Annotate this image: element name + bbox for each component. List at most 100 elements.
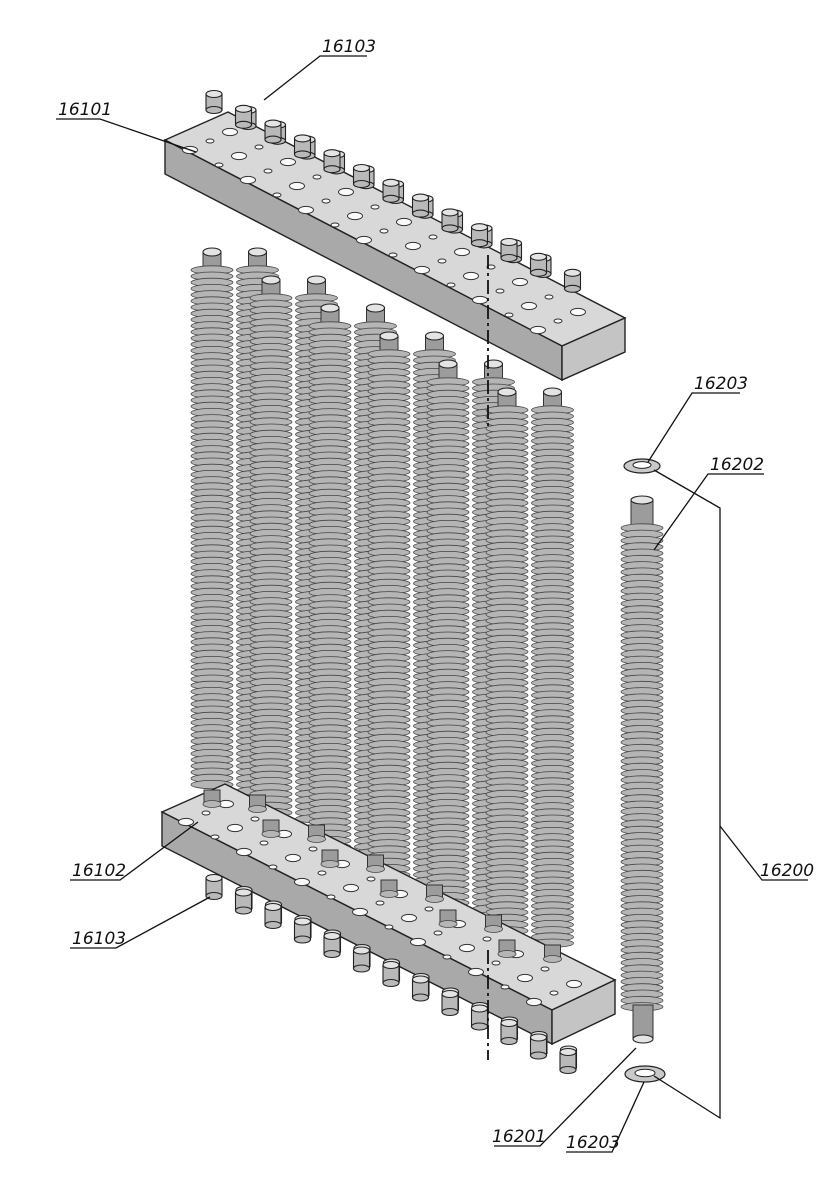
- plate-hole: [540, 966, 550, 972]
- pin-bottom: [500, 253, 518, 263]
- plate-hole: [379, 228, 389, 234]
- exploded-fin-tube: [620, 495, 664, 1044]
- leader-assembly-bracket: [653, 469, 721, 1120]
- leader-lines: [56, 55, 808, 1153]
- pin-bottom: [411, 993, 430, 1002]
- leader-lower-plate: [70, 821, 199, 881]
- pin-top: [411, 975, 430, 984]
- loose-pin: [529, 1033, 548, 1060]
- finned-tube: [367, 331, 411, 880]
- plate-hole: [343, 883, 359, 893]
- plate-hole: [437, 258, 447, 264]
- pin: [470, 223, 489, 248]
- plate-hole: [463, 271, 479, 281]
- tube-stub: [320, 849, 340, 868]
- stub-base: [202, 800, 222, 808]
- pin-top: [264, 119, 282, 128]
- finned-tube-array: [190, 247, 574, 948]
- stub-base: [425, 895, 444, 903]
- plate-hole: [254, 144, 264, 150]
- tube-end-top-cap: [365, 303, 386, 313]
- pin-bottom: [205, 105, 223, 115]
- plate-hole: [240, 175, 256, 185]
- plate-hole: [294, 877, 310, 887]
- plate-hole: [321, 198, 331, 204]
- plate-hole: [566, 979, 582, 989]
- loose-pin: [470, 1004, 489, 1031]
- tube-end-top-cap: [202, 247, 222, 257]
- tube-stub: [425, 884, 444, 903]
- pin-top: [529, 252, 548, 261]
- pin-bottom: [563, 284, 582, 293]
- plate-hole: [428, 234, 438, 240]
- tube-upper-end-cap: [630, 495, 654, 505]
- plate-hole: [442, 954, 452, 960]
- plate-hole: [530, 325, 546, 335]
- loose-pin: [500, 1018, 518, 1046]
- tube-end-top-cap: [247, 247, 268, 257]
- lower-plate-end-face: [551, 978, 616, 1046]
- pin-top: [323, 149, 341, 158]
- pin-bottom: [293, 150, 312, 159]
- plate-hole: [272, 192, 282, 198]
- plate-hole: [317, 870, 327, 876]
- pin-top: [441, 208, 459, 217]
- pin: [441, 208, 459, 233]
- plate-hole: [356, 235, 372, 245]
- pin-top: [293, 134, 312, 143]
- finned-tube: [308, 303, 352, 852]
- plate-hole: [549, 990, 559, 996]
- pin: [234, 104, 253, 129]
- plate-hole: [517, 973, 533, 983]
- plate-hole: [544, 294, 554, 300]
- tube-stub: [497, 939, 517, 958]
- plate-hole: [433, 930, 443, 936]
- callout-fin-tube: 16202: [710, 455, 764, 475]
- tube-stub: [379, 879, 399, 898]
- pin-top: [205, 89, 223, 99]
- callout-tube: 16201: [492, 1127, 546, 1147]
- callout-lower-plate: 16102: [72, 861, 126, 881]
- tube-end-top-cap: [379, 331, 399, 341]
- pin-top: [382, 960, 400, 970]
- pin: [411, 193, 430, 218]
- loose-pin: [411, 975, 430, 1002]
- plate-hole: [370, 204, 380, 210]
- loose-pin: [293, 917, 312, 944]
- plate-hole: [214, 162, 224, 168]
- plate-hole: [352, 907, 368, 917]
- plate-hole: [201, 810, 211, 816]
- plate-hole: [405, 241, 421, 251]
- tube-stub: [366, 854, 385, 873]
- pin: [382, 178, 400, 203]
- tube-lower-end-cap: [632, 1034, 654, 1044]
- tube-end-top-cap: [438, 359, 458, 369]
- pin-top: [382, 178, 400, 187]
- pin-top: [563, 268, 582, 277]
- leader-upper-plate: [56, 118, 197, 153]
- tube-stubs-lower: [202, 789, 562, 963]
- loose-pin: [382, 960, 400, 988]
- loose-pin: [352, 946, 371, 973]
- plate-hole: [491, 960, 501, 966]
- pin-top: [323, 931, 341, 941]
- leader-washer-top: [647, 392, 740, 463]
- pin-top: [352, 163, 371, 173]
- pin-bottom: [293, 935, 312, 944]
- pin-bottom: [352, 179, 371, 189]
- plate-hole: [298, 205, 314, 215]
- plate-hole: [236, 847, 252, 857]
- pin-top: [500, 237, 518, 247]
- pin: [563, 268, 582, 293]
- plate-hole: [330, 222, 340, 228]
- plate-hole: [280, 157, 296, 167]
- leader-fin-tube: [653, 473, 764, 551]
- plate-hole: [205, 138, 215, 144]
- pin-bottom: [500, 1036, 518, 1046]
- pin-top: [205, 873, 223, 883]
- pin-bottom: [323, 949, 341, 959]
- stub-base: [320, 860, 340, 868]
- plate-hole: [285, 853, 301, 863]
- upper-plate-top-face: [163, 111, 627, 347]
- pin-bottom: [264, 920, 282, 930]
